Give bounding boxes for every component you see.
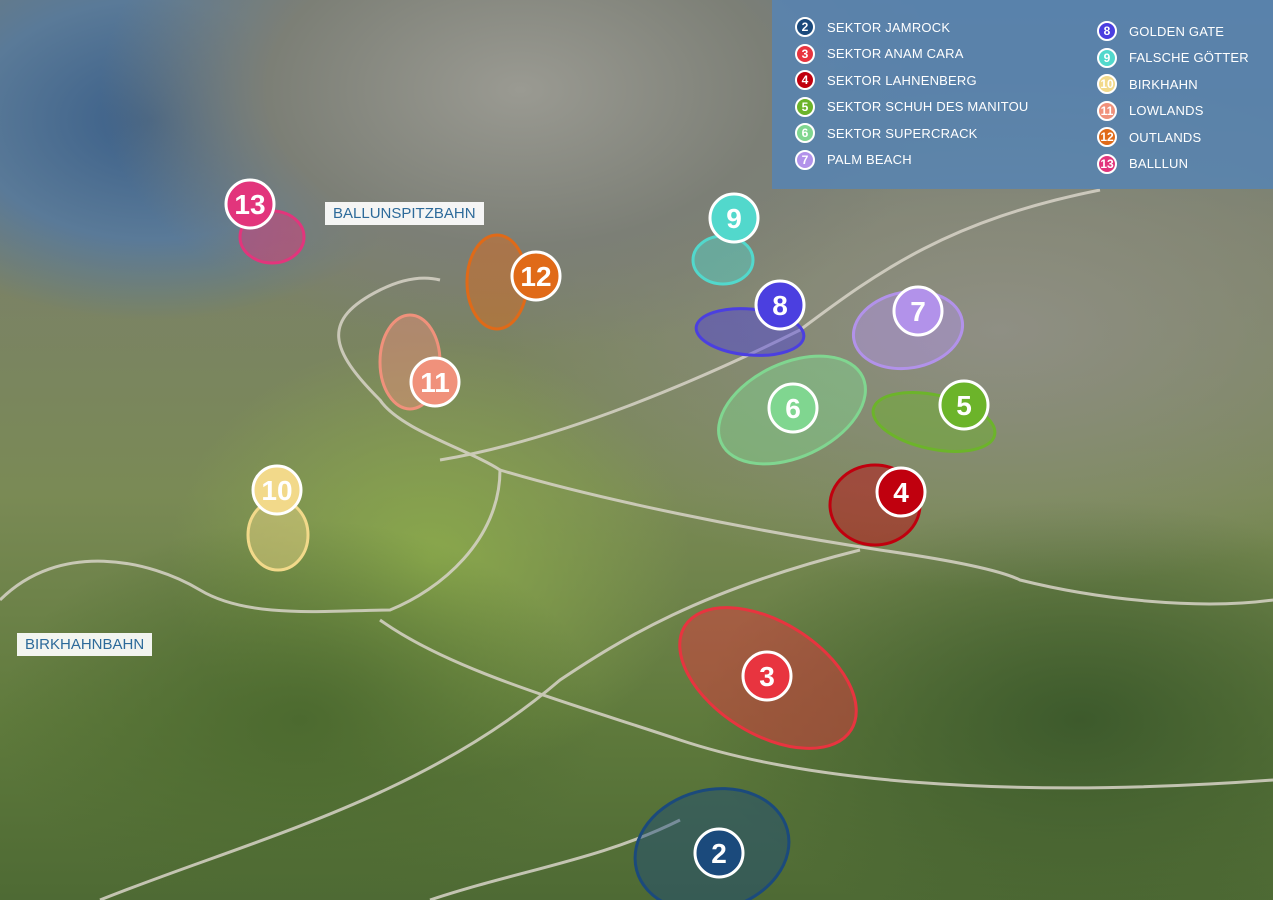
station-label-birkhahnbahn: BIRKHAHNBAHN (17, 633, 153, 656)
legend-item: 8 GOLDEN GATE (1097, 20, 1224, 42)
sector-number-badge[interactable] (693, 827, 745, 879)
sector-4[interactable]: 4 (828, 463, 927, 547)
legend-number-badge: 3 (795, 43, 815, 64)
legend-item: 5 SEKTOR SCHUH DES MANITOU (795, 96, 1029, 118)
sector-9[interactable]: 9 (691, 192, 760, 286)
sector-12[interactable]: 12 (465, 233, 562, 331)
sector-number: 11 (420, 367, 450, 398)
legend-label: GOLDEN GATE (1129, 23, 1225, 39)
legend-item: 12 OUTLANDS (1097, 126, 1201, 148)
sector-number-badge[interactable] (875, 466, 927, 518)
sector-number: 4 (893, 477, 909, 508)
legend-number-badge: 5 (795, 96, 815, 117)
sector-7[interactable]: 7 (847, 283, 969, 377)
sector-number: 12 (520, 261, 551, 292)
sector-number: 2 (711, 838, 727, 869)
sector-3[interactable]: 3 (655, 579, 881, 778)
sector-number: 7 (910, 296, 926, 327)
station-label-ballunspitzbahn: BALLUNSPITZBAHN (325, 202, 484, 225)
legend-number-badge: 13 (1097, 153, 1117, 174)
sector-number-badge[interactable] (708, 192, 760, 244)
sector-number-badge[interactable] (892, 285, 944, 337)
legend-number-badge: 6 (795, 123, 815, 143)
legend-label: FALSCHE GÖTTER (1129, 50, 1249, 65)
legend-number-badge: 2 (795, 17, 815, 37)
legend-item: 10 BIRKHAHN (1097, 73, 1198, 95)
legend-item: 11 LOWLANDS (1097, 100, 1204, 122)
sector-2[interactable]: 2 (621, 772, 803, 900)
legend-number-badge: 12 (1097, 127, 1117, 147)
legend-label: SEKTOR LAHNENBERG (827, 72, 977, 88)
legend-number-badge: 8 (1097, 21, 1117, 41)
sector-number: 3 (759, 661, 775, 692)
sector-area[interactable] (691, 234, 755, 286)
legend-label: BIRKHAHN (1129, 76, 1198, 92)
sector-number: 10 (261, 475, 292, 506)
sector-number: 8 (772, 290, 788, 321)
sector-number-badge[interactable] (754, 279, 806, 331)
legend-number-badge: 10 (1097, 74, 1117, 94)
legend-number-badge: 4 (795, 70, 815, 90)
sector-number: 9 (726, 203, 742, 234)
sector-5[interactable]: 5 (868, 379, 1001, 461)
legend-label: SEKTOR ANAM CARA (827, 46, 964, 61)
legend-label: SEKTOR JAMROCK (827, 19, 951, 35)
legend-item: 9 FALSCHE GÖTTER (1097, 47, 1249, 69)
sector-number-badge[interactable] (510, 250, 562, 302)
legend-item: 2 SEKTOR JAMROCK (795, 16, 950, 38)
sector-number-badge[interactable] (409, 356, 461, 408)
sector-number: 13 (234, 189, 265, 220)
sector-number-badge[interactable] (741, 650, 793, 702)
legend-number-badge: 9 (1097, 47, 1117, 68)
legend-item: 13 BALLLUN (1097, 153, 1188, 175)
legend-item: 3 SEKTOR ANAM CARA (795, 43, 964, 65)
sector-11[interactable]: 11 (378, 313, 461, 411)
legend-label: LOWLANDS (1129, 103, 1204, 118)
sector-8[interactable]: 8 (694, 279, 806, 360)
legend-label: OUTLANDS (1129, 129, 1202, 145)
legend-number-badge: 7 (795, 149, 815, 170)
legend-number-badge: 11 (1097, 100, 1117, 121)
sector-6[interactable]: 6 (701, 334, 882, 485)
sector-number: 6 (785, 393, 801, 424)
sector-10[interactable]: 10 (246, 464, 310, 572)
sector-13[interactable]: 13 (224, 178, 306, 265)
legend-item: 6 SEKTOR SUPERCRACK (795, 122, 978, 144)
legend-label: PALM BEACH (827, 152, 912, 167)
legend-label: BALLLUN (1129, 156, 1189, 171)
legend-label: SEKTOR SCHUH DES MANITOU (827, 99, 1029, 114)
sector-number-badge[interactable] (251, 464, 303, 516)
legend-item: 4 SEKTOR LAHNENBERG (795, 69, 977, 91)
legend-item: 7 PALM BEACH (795, 149, 912, 171)
sector-number-badge[interactable] (938, 379, 990, 431)
sector-number-badge[interactable] (224, 178, 276, 230)
sector-number-badge[interactable] (767, 382, 819, 434)
sector-number: 5 (956, 390, 972, 421)
legend-label: SEKTOR SUPERCRACK (827, 125, 978, 141)
